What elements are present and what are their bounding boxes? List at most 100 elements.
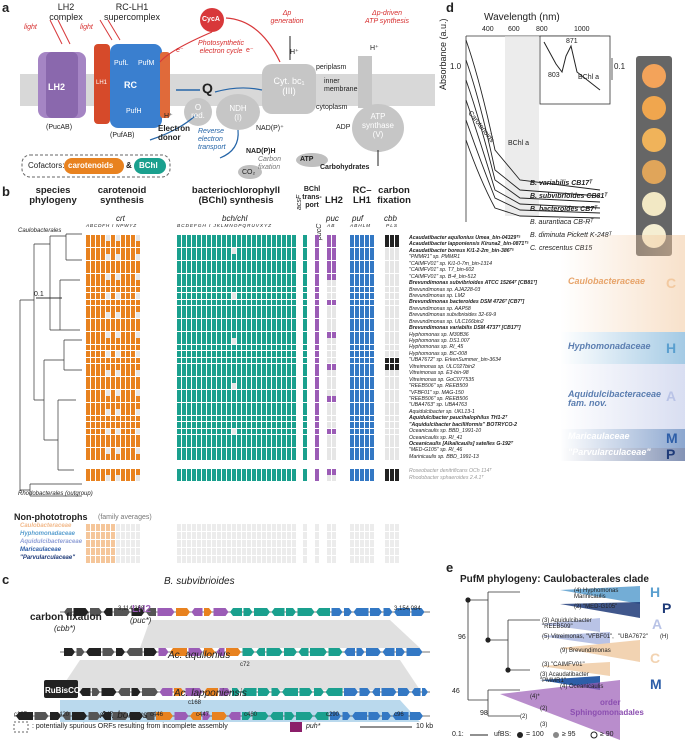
heatmap-cell	[131, 383, 136, 390]
gene-arrow	[114, 608, 130, 616]
heatmap-cell	[262, 325, 267, 332]
heatmap-cell	[202, 428, 207, 435]
avg-cell	[91, 532, 96, 539]
heatmap-cell	[192, 434, 197, 441]
heatmap-cell	[131, 415, 136, 422]
heatmap-cell	[207, 305, 212, 312]
heatmap-cell	[303, 351, 308, 357]
heatmap-cell	[116, 396, 121, 403]
clade-brevundimonas: (9) Brevundimonas	[560, 648, 611, 654]
heatmap-cell	[121, 247, 126, 254]
heatmap-cell	[207, 325, 212, 332]
heatmap-cell	[272, 286, 277, 293]
heatmap-cell	[136, 338, 141, 345]
heatmap-cell	[332, 312, 337, 319]
heatmap-cell	[370, 389, 375, 396]
heatmap-cell	[187, 331, 192, 338]
heatmap-cell	[91, 396, 96, 403]
heatmap-cell	[227, 247, 232, 254]
heatmap-cell	[303, 273, 308, 280]
family-letter: A	[666, 388, 677, 405]
heatmap-cell	[121, 338, 126, 345]
heatmap-cell	[101, 428, 106, 435]
species-name: "PMMR1" sp. PMMR1	[409, 254, 460, 261]
heatmap-cell	[212, 293, 217, 299]
heatmap-cell	[187, 364, 192, 370]
species-name: Hyphomonas sp. BC-008	[409, 350, 467, 357]
wavelength-label: Wavelength (nm)	[484, 12, 560, 23]
heatmap-cell	[106, 235, 111, 241]
heatmap-cell	[121, 286, 126, 293]
avg-cell	[111, 540, 116, 547]
rc-lh1-header: RC– LH1	[352, 185, 372, 206]
heatmap-cell	[111, 441, 116, 448]
avg-aquidulcibacteraceae: Aquidulcibacteraceae	[20, 539, 83, 545]
heatmap-cell	[227, 338, 232, 345]
heatmap-cell	[262, 468, 267, 475]
heatmap-cell	[267, 468, 272, 475]
puf-label: puf	[352, 214, 364, 223]
heatmap-cell	[202, 280, 207, 286]
heatmap-cell	[360, 475, 365, 482]
heatmap-cell	[121, 312, 126, 319]
heatmap-cell	[292, 331, 297, 338]
heatmap-cell	[360, 468, 365, 475]
heatmap-cell	[390, 428, 395, 435]
heatmap-cell	[217, 364, 222, 370]
heatmap-cell	[187, 293, 192, 299]
avg-cell	[390, 556, 395, 563]
gene-arrow	[131, 688, 141, 696]
gene-arrow	[394, 608, 410, 616]
heatmap-cell	[177, 280, 182, 286]
avg-cell	[262, 556, 267, 563]
heatmap-cell	[187, 415, 192, 422]
heatmap-cell	[287, 312, 292, 319]
heatmap-cell	[350, 293, 355, 299]
light-label-1: light	[24, 24, 37, 31]
heatmap-cell	[277, 254, 282, 261]
heatmap-cell	[360, 312, 365, 319]
legend-puh-label: puh*	[306, 723, 321, 730]
avg-cell	[395, 524, 400, 531]
light-label-2: light	[80, 24, 93, 31]
heatmap-cell	[197, 351, 202, 357]
carbon-fixation-header: carbon fixation	[377, 185, 411, 206]
heatmap-cell	[332, 422, 337, 428]
heatmap-cell	[327, 267, 332, 274]
heatmap-cell	[242, 331, 247, 338]
pufl-label: PufL	[114, 60, 129, 67]
heatmap-cell	[292, 402, 297, 409]
avg-cell	[177, 540, 182, 547]
heatmap-cell	[121, 396, 126, 403]
heatmap-cell	[395, 415, 400, 422]
heatmap-cell	[370, 454, 375, 461]
avg-cell	[350, 524, 355, 531]
gene-arrow	[370, 608, 382, 616]
heatmap-cell	[197, 396, 202, 403]
avg-cell	[350, 556, 355, 563]
heatmap-cell	[227, 331, 232, 338]
heatmap-cell	[350, 441, 355, 448]
heatmap-cell	[315, 475, 320, 482]
heatmap-cell	[232, 286, 237, 293]
avg-cell	[360, 532, 365, 539]
heatmap-cell	[303, 293, 308, 299]
heatmap-cell	[227, 280, 232, 286]
heatmap-cell	[385, 402, 390, 409]
heatmap-cell	[277, 396, 282, 403]
heatmap-cell	[247, 428, 252, 435]
heatmap-cell	[177, 364, 182, 370]
rubisco-box	[44, 680, 78, 698]
heatmap-cell	[355, 402, 360, 409]
heatmap-cell	[202, 422, 207, 428]
clade-caimfv01: (3) "CAIMFV01"	[542, 662, 585, 668]
heatmap-cell	[385, 475, 390, 482]
heatmap-cell	[187, 422, 192, 428]
gene-arrow	[226, 648, 241, 656]
avg-cell	[207, 556, 212, 563]
heatmap-cell	[242, 434, 247, 441]
heatmap-cell	[207, 415, 212, 422]
avg-cell	[395, 532, 400, 539]
heatmap-cell	[303, 267, 308, 274]
